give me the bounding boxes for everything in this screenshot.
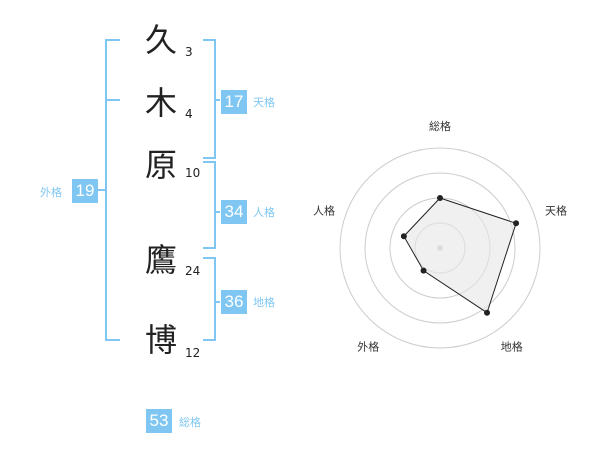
radar-point-1: [437, 195, 443, 201]
stroke-count-3: 10: [185, 166, 201, 180]
radar-point-3: [484, 309, 491, 316]
stroke-count-5: 12: [185, 346, 201, 360]
chikaku-badge: 36: [221, 290, 247, 314]
name-char-2: 木: [144, 84, 177, 122]
soukaku-label: 総格: [179, 416, 201, 429]
chikaku-label: 地格: [253, 296, 275, 309]
radar-area: [403, 197, 517, 314]
radar-point-5: [400, 233, 407, 240]
stroke-count-1: 3: [185, 45, 193, 59]
tenkaku-badge: 17: [221, 90, 247, 114]
name-char-4: 鷹: [144, 241, 177, 279]
jinkaku-badge: 34: [221, 200, 247, 224]
soukaku-badge: 53: [146, 409, 172, 433]
radar-points: [400, 195, 520, 316]
jinkaku-label: 人格: [253, 206, 275, 219]
stroke-count-4: 24: [185, 264, 201, 278]
tenkaku-label: 天格: [253, 96, 275, 109]
radar-axis-label-4: 外格: [357, 340, 379, 354]
name-char-3: 原: [144, 146, 177, 184]
radar-point-4: [420, 267, 427, 274]
radar-axis-label-2: 天格: [545, 203, 567, 217]
gaikaku-label: 外格: [40, 186, 62, 199]
radar-ring-3: [364, 172, 516, 324]
name-char-5: 博: [144, 321, 177, 359]
radar-axis-label-3: 地格: [501, 340, 523, 354]
gaikaku-badge: 19: [72, 179, 98, 203]
radar-axis-label-1: 総格: [429, 119, 451, 133]
radar-point-2: [513, 220, 520, 227]
name-char-1: 久: [144, 21, 177, 59]
radar-ring-4: [339, 147, 541, 349]
radar-axis-label-5: 人格: [313, 203, 335, 217]
stroke-count-2: 4: [185, 107, 193, 121]
